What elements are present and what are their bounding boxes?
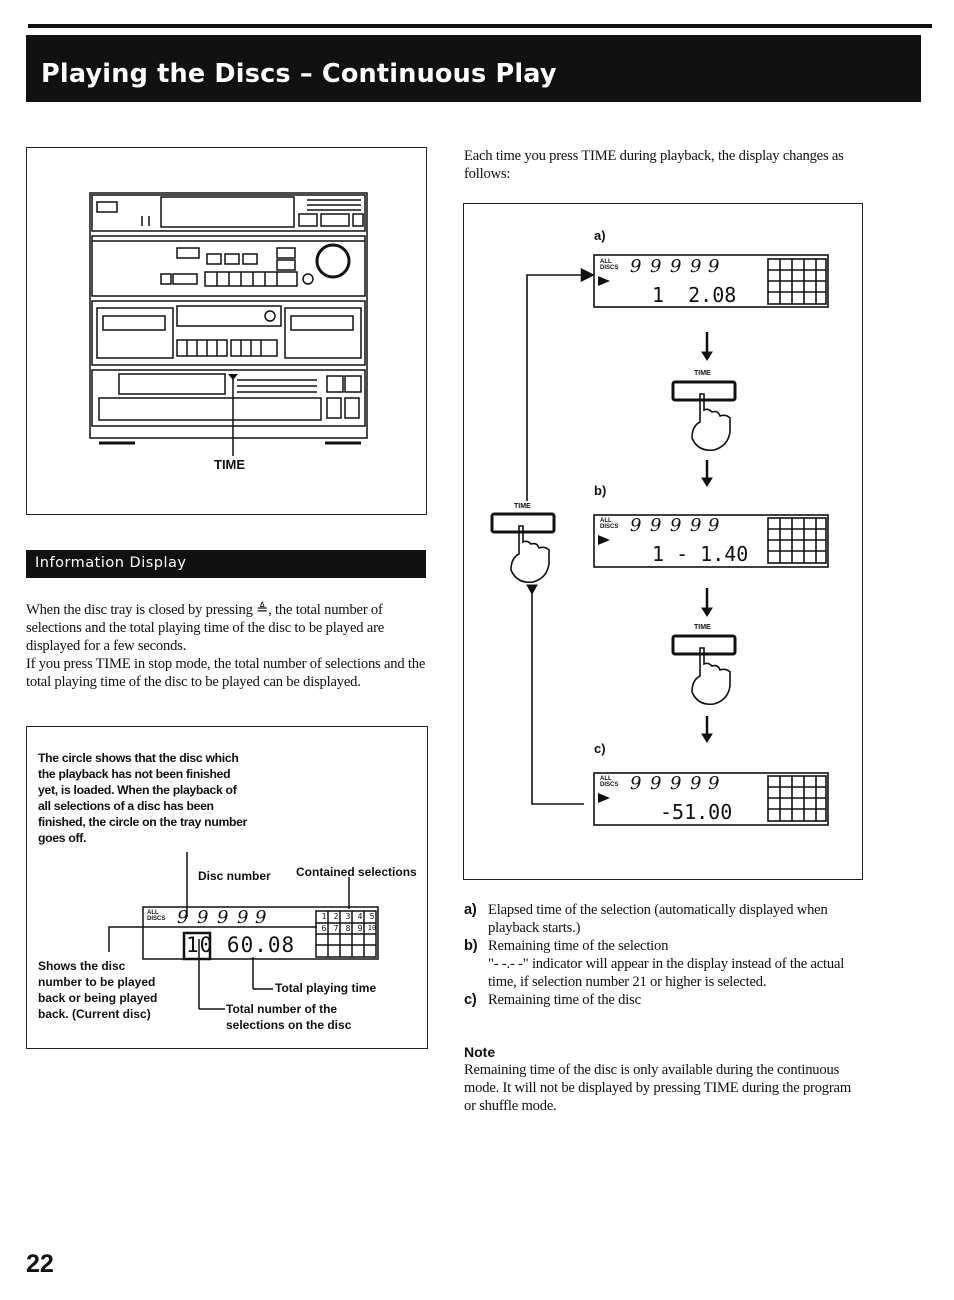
disc-icon-5: 9 (255, 907, 266, 928)
info-display-heading: Information Display (35, 555, 187, 571)
time-button-label-1: TIME (694, 370, 711, 377)
grid-cell: 3 (345, 912, 351, 921)
svg-text:9: 9 (650, 256, 661, 277)
grid-cell: 6 (321, 924, 327, 933)
explanation-b: b) Remaining time of the selection "- -.- … (464, 937, 854, 991)
grid-cell: 9 (357, 924, 363, 933)
grid-cell: 4 (357, 912, 363, 921)
contained-selections-label: Contained selections (296, 865, 417, 879)
circle-note: The circle shows that the disc which the… (38, 751, 248, 845)
explanation-tag: b) (464, 938, 478, 954)
explanation-b-extra: "- -.- -" indicator will appear in the d… (488, 956, 845, 990)
stereo-figure-panel: TIME (26, 147, 427, 515)
explanation-text: Elapsed time of the selection (automatic… (488, 902, 828, 936)
svg-text:9: 9 (670, 515, 681, 536)
svg-text:9: 9 (690, 515, 701, 536)
display-b-value: 1 - 1.40 (652, 542, 749, 566)
disc-icon-4: 9 (237, 907, 248, 928)
svg-text:9: 9 (690, 773, 701, 794)
page-title-bar: Playing the Discs – Continuous Play (26, 35, 921, 102)
total-number-label: Total number of the selections on the di… (226, 1002, 352, 1032)
explanation-tag: c) (464, 992, 477, 1008)
svg-text:9: 9 (650, 515, 661, 536)
time-button-label-2: TIME (694, 624, 711, 631)
all-discs-c: ALL DISCS (600, 776, 619, 788)
info-display-para1: When the disc tray is closed by pressing… (26, 602, 385, 654)
svg-text:9: 9 (670, 256, 681, 277)
grid-cell: 10 (367, 924, 377, 932)
note-text: Remaining time of the disc is only avail… (464, 1062, 851, 1114)
explanation-list: a) Elapsed time of the selection (automat… (464, 901, 854, 1009)
disc-icon-2: 9 (197, 907, 208, 928)
grid-cell: 5 (369, 912, 375, 921)
stereo-system-illustration (89, 192, 368, 456)
explanation-text: Remaining time of the selection (488, 938, 669, 954)
all-discs-a: ALL DISCS (600, 259, 619, 271)
svg-text:9: 9 (670, 773, 681, 794)
grid-cell: 8 (345, 924, 351, 933)
svg-text:9: 9 (690, 256, 701, 277)
time-label: TIME (214, 457, 246, 472)
time-button-label-3: TIME (514, 503, 531, 510)
explanation-a: a) Elapsed time of the selection (automat… (464, 901, 854, 937)
explanation-text: Remaining time of the disc (488, 992, 641, 1008)
all-discs-label: ALL DISCS (147, 910, 166, 922)
all-discs-b: ALL DISCS (600, 518, 619, 530)
display-lcd-value: 10 60.08 (186, 933, 296, 957)
display-c-value: -51.00 (660, 800, 733, 824)
page-number: 22 (26, 1250, 54, 1278)
info-display-para2: If you press TIME in stop mode, the tota… (26, 656, 426, 690)
selection-grid-row1: 1 2 3 4 5 (318, 912, 378, 921)
svg-text:9: 9 (708, 515, 719, 536)
svg-text:9: 9 (630, 773, 641, 794)
svg-text:9: 9 (708, 773, 719, 794)
time-button-2[interactable] (673, 636, 735, 654)
svg-text:9: 9 (630, 256, 641, 277)
display-explanation-panel: The circle shows that the disc which the… (26, 726, 428, 1049)
disc-icon-1: 9 (177, 907, 188, 928)
selection-grid-row2: 6 7 8 9 10 (318, 924, 378, 933)
explanations: a) Elapsed time of the selection (automat… (464, 901, 854, 1009)
display-a-value: 1 2.08 (652, 283, 737, 307)
svg-text:9: 9 (708, 256, 719, 277)
label-c: c) (594, 741, 606, 756)
time-button-3[interactable] (492, 514, 554, 532)
shows-disc-label: Shows the disc number to be played back … (38, 959, 158, 1021)
time-button-1[interactable] (673, 382, 735, 400)
svg-text:9: 9 (650, 773, 661, 794)
explanation-c: c) Remaining time of the disc (464, 991, 854, 1009)
info-display-heading-bar: Information Display (26, 550, 426, 578)
grid-cell: 2 (333, 912, 339, 921)
label-b: b) (594, 483, 607, 498)
disc-icon-3: 9 (217, 907, 228, 928)
explanation-tag: a) (464, 902, 477, 918)
page-title: Playing the Discs – Continuous Play (41, 59, 557, 89)
top-rule (28, 24, 932, 28)
total-playing-time-label: Total playing time (275, 981, 377, 995)
note-heading: Note (464, 1044, 496, 1060)
time-intro: Each time you press TIME during playback… (464, 148, 844, 182)
label-a: a) (594, 228, 606, 243)
grid-cell: 1 (321, 912, 327, 921)
grid-cell: 7 (333, 924, 339, 933)
display-diagram: 9 9 9 9 9 (108, 852, 379, 1010)
disc-number-label: Disc number (198, 869, 271, 883)
info-display-text: When the disc tray is closed by pressing… (26, 601, 426, 691)
svg-text:9: 9 (630, 515, 641, 536)
